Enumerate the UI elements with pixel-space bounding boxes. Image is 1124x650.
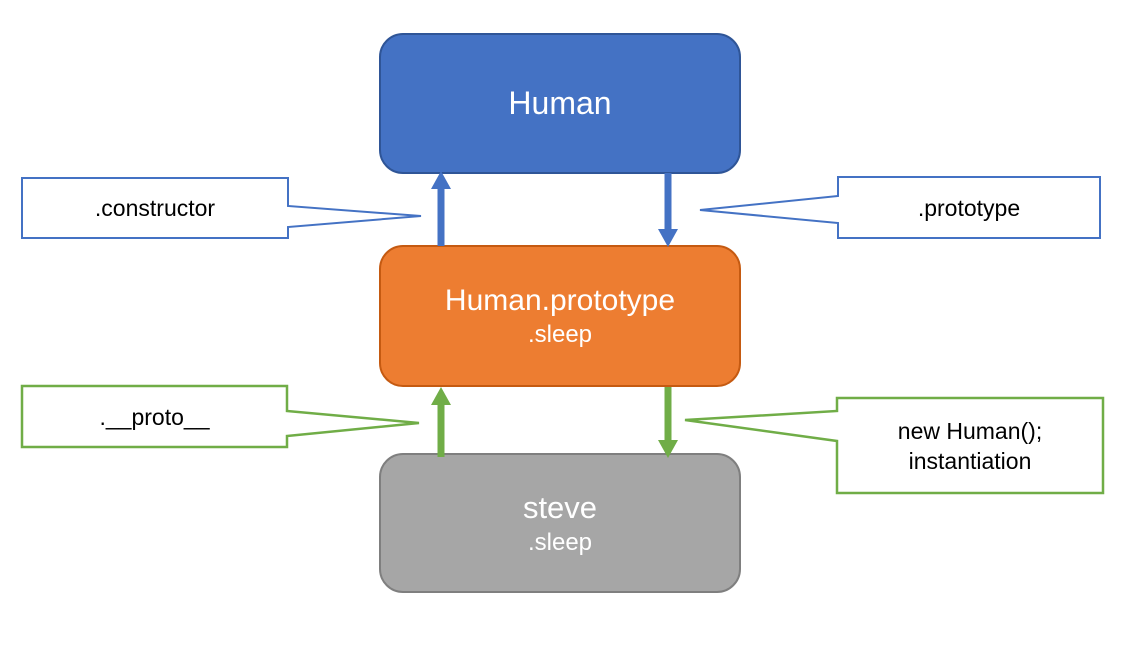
node-human-prototype: Human.prototype .sleep — [379, 245, 741, 387]
callout-instantiation-label: new Human(); instantiation — [837, 398, 1103, 493]
callout-constructor-label: .constructor — [94, 195, 216, 221]
proto-up-arrow — [431, 387, 451, 457]
callout-prototype-label: .prototype — [917, 194, 1021, 221]
callout-instantiation-line1: new Human(); — [897, 417, 1043, 444]
node-human-prototype-sublabel: .sleep — [527, 321, 593, 349]
node-human-label: Human — [508, 85, 612, 122]
callout-instantiation-line2: instantiation — [908, 447, 1032, 474]
constructor-up-arrow — [431, 171, 451, 246]
node-steve-label: steve — [522, 489, 598, 525]
node-human: Human — [379, 33, 741, 174]
node-steve: steve .sleep — [379, 453, 741, 593]
instantiation-down-arrow — [658, 387, 678, 458]
node-steve-sublabel: .sleep — [527, 528, 593, 556]
prototype-down-arrow — [658, 173, 678, 247]
node-human-prototype-label: Human.prototype — [444, 283, 676, 317]
callout-proto-label: .__proto__ — [99, 403, 210, 430]
